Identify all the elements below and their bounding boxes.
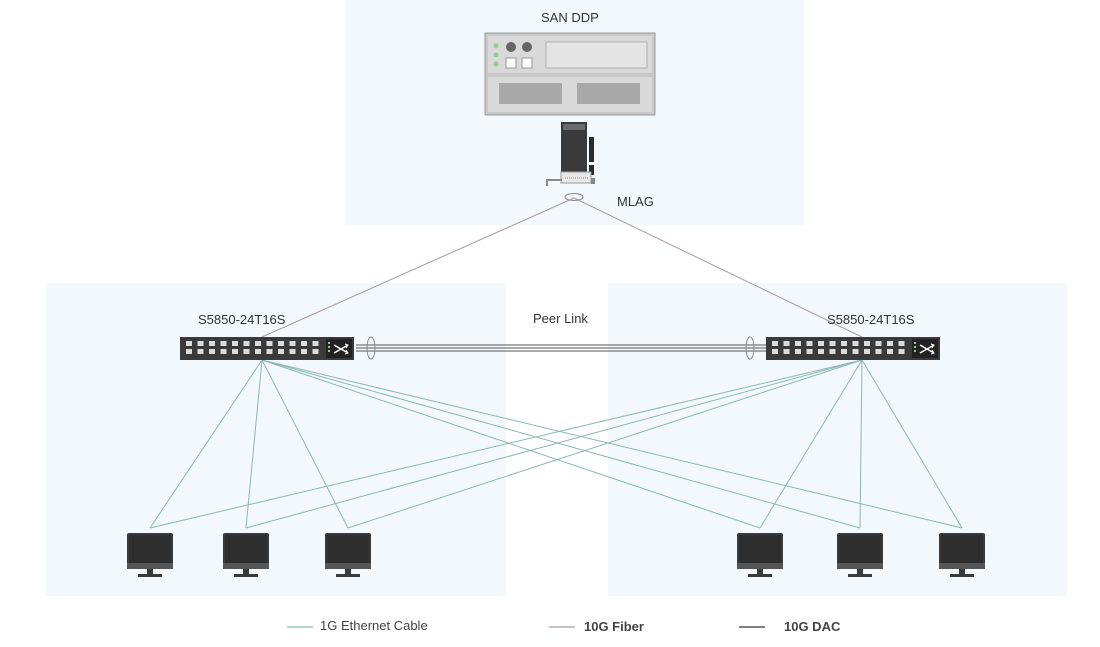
peer-link-bundle-right-icon [745, 336, 755, 360]
switch-port [232, 341, 238, 346]
switch-port [772, 349, 778, 354]
left-zone [46, 283, 506, 596]
switch-port [887, 349, 893, 354]
switch-port [887, 341, 893, 346]
switch-port [783, 341, 790, 346]
switch-port [266, 349, 273, 354]
switch-port [197, 349, 204, 354]
switch-port [301, 341, 307, 346]
switch-port [186, 349, 192, 354]
switch-port [255, 349, 261, 354]
switch-port [864, 341, 870, 346]
peer-link-cables [356, 344, 766, 352]
host-monitor-icon [223, 533, 269, 577]
switch-port [266, 341, 273, 346]
switch-port [806, 341, 813, 346]
switch-left-icon [180, 337, 354, 360]
legend-fiber-label: 10G Fiber [584, 619, 644, 634]
legend-ethernet-label: 1G Ethernet Cable [320, 618, 428, 633]
switch-port [852, 341, 859, 346]
switch-left-label: S5850-24T16S [198, 312, 286, 327]
switch-port [278, 349, 284, 354]
switch-port [875, 349, 882, 354]
switch-port [220, 341, 227, 346]
peer-link-label: Peer Link [533, 311, 588, 326]
switch-port [898, 341, 905, 346]
switch-port [852, 349, 859, 354]
peer-link-bundle-left-icon [366, 336, 376, 360]
switch-port [818, 341, 824, 346]
switch-port [806, 349, 813, 354]
host-monitor-icon [325, 533, 371, 577]
hosts [127, 533, 985, 577]
mlag-label: MLAG [617, 194, 654, 209]
switch-port [829, 341, 836, 346]
switch-port [312, 341, 319, 346]
switch-port [243, 341, 250, 346]
switch-port [220, 349, 227, 354]
switch-port [243, 349, 250, 354]
switch-port [783, 349, 790, 354]
switch-right-icon [766, 337, 940, 360]
switch-port [278, 341, 284, 346]
switch-port [209, 341, 215, 346]
switch-port [312, 349, 319, 354]
switch-port [841, 349, 847, 354]
switch-port [818, 349, 824, 354]
host-monitor-icon [939, 533, 985, 577]
switch-port [186, 341, 192, 346]
switch-port [841, 341, 847, 346]
host-monitor-icon [837, 533, 883, 577]
switch-port [898, 349, 905, 354]
switch-port [829, 349, 836, 354]
switch-port [301, 349, 307, 354]
switch-port [795, 341, 801, 346]
switch-port [289, 341, 296, 346]
nic-card-icon [546, 122, 595, 186]
switch-port [289, 349, 296, 354]
switch-port [864, 349, 870, 354]
ethernet-links-right [149, 359, 963, 529]
switch-port [197, 341, 204, 346]
switch-port [795, 349, 801, 354]
ethernet-links-left [149, 359, 963, 529]
mlag-bundle-icon [564, 193, 584, 201]
switch-port [255, 341, 261, 346]
storage-label: SAN DDP [541, 10, 599, 25]
san-storage-icon [484, 32, 656, 116]
host-monitor-icon [737, 533, 783, 577]
switch-right-label: S5850-24T16S [827, 312, 915, 327]
switch-port [232, 349, 238, 354]
switch-port [772, 341, 778, 346]
host-monitor-icon [127, 533, 173, 577]
legend-dac-label: 10G DAC [784, 619, 841, 634]
fiber-uplinks [261, 197, 863, 338]
switch-port [209, 349, 215, 354]
switch-port [875, 341, 882, 346]
